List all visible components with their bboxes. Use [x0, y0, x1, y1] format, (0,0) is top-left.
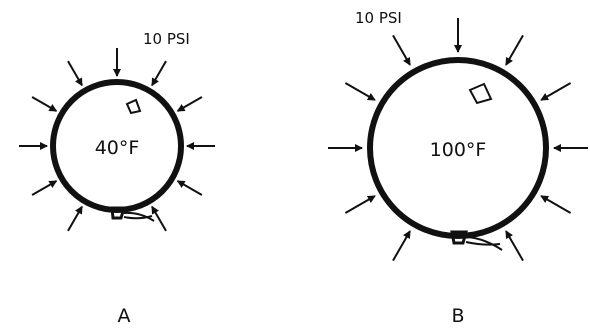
panel-a: 40°F 10 PSI A: [19, 30, 215, 327]
pressure-a-arrow-6: [31, 96, 58, 112]
pressure-b-arrow-3: [392, 230, 411, 262]
pressure-a-arrow-2: [151, 205, 167, 232]
balloon-a-knot: [110, 206, 155, 222]
balloon-a: [50, 79, 184, 213]
balloon-b-highlight: [468, 82, 493, 105]
pressure-arrows-a: [19, 48, 215, 232]
pressure-a-arrow-3: [67, 205, 83, 232]
pressure-a-arrow-1: [176, 180, 203, 196]
pressure-a-arrow-9: [151, 60, 167, 87]
panel-b: 100°F 10 PSI B: [328, 9, 588, 327]
pressure-b-arrow-9: [505, 34, 524, 66]
pressure-b-arrow-4: [344, 195, 376, 214]
balloon-b: [367, 57, 549, 239]
pressure-a-arrow-10: [176, 96, 203, 112]
pressure-a-arrow-7: [67, 60, 83, 87]
temperature-label-a: 40°F: [95, 137, 140, 159]
pressure-b-arrow-2: [505, 230, 524, 262]
pressure-b-arrow-6: [344, 82, 376, 101]
pressure-b-arrow-7: [392, 34, 411, 66]
pressure-label-b: 10 PSI: [355, 9, 402, 27]
pressure-b-arrow-1: [540, 195, 572, 214]
pressure-b-arrow-10: [540, 82, 572, 101]
panel-label-a: A: [118, 305, 131, 327]
pressure-a-arrow-4: [31, 180, 58, 196]
temperature-label-b: 100°F: [430, 139, 487, 161]
pressure-label-a: 10 PSI: [143, 30, 190, 48]
balloon-a-highlight: [125, 98, 142, 115]
panel-label-b: B: [451, 305, 464, 327]
pressure-arrows-b: [328, 18, 588, 262]
balloon-b-knot: [450, 230, 503, 251]
